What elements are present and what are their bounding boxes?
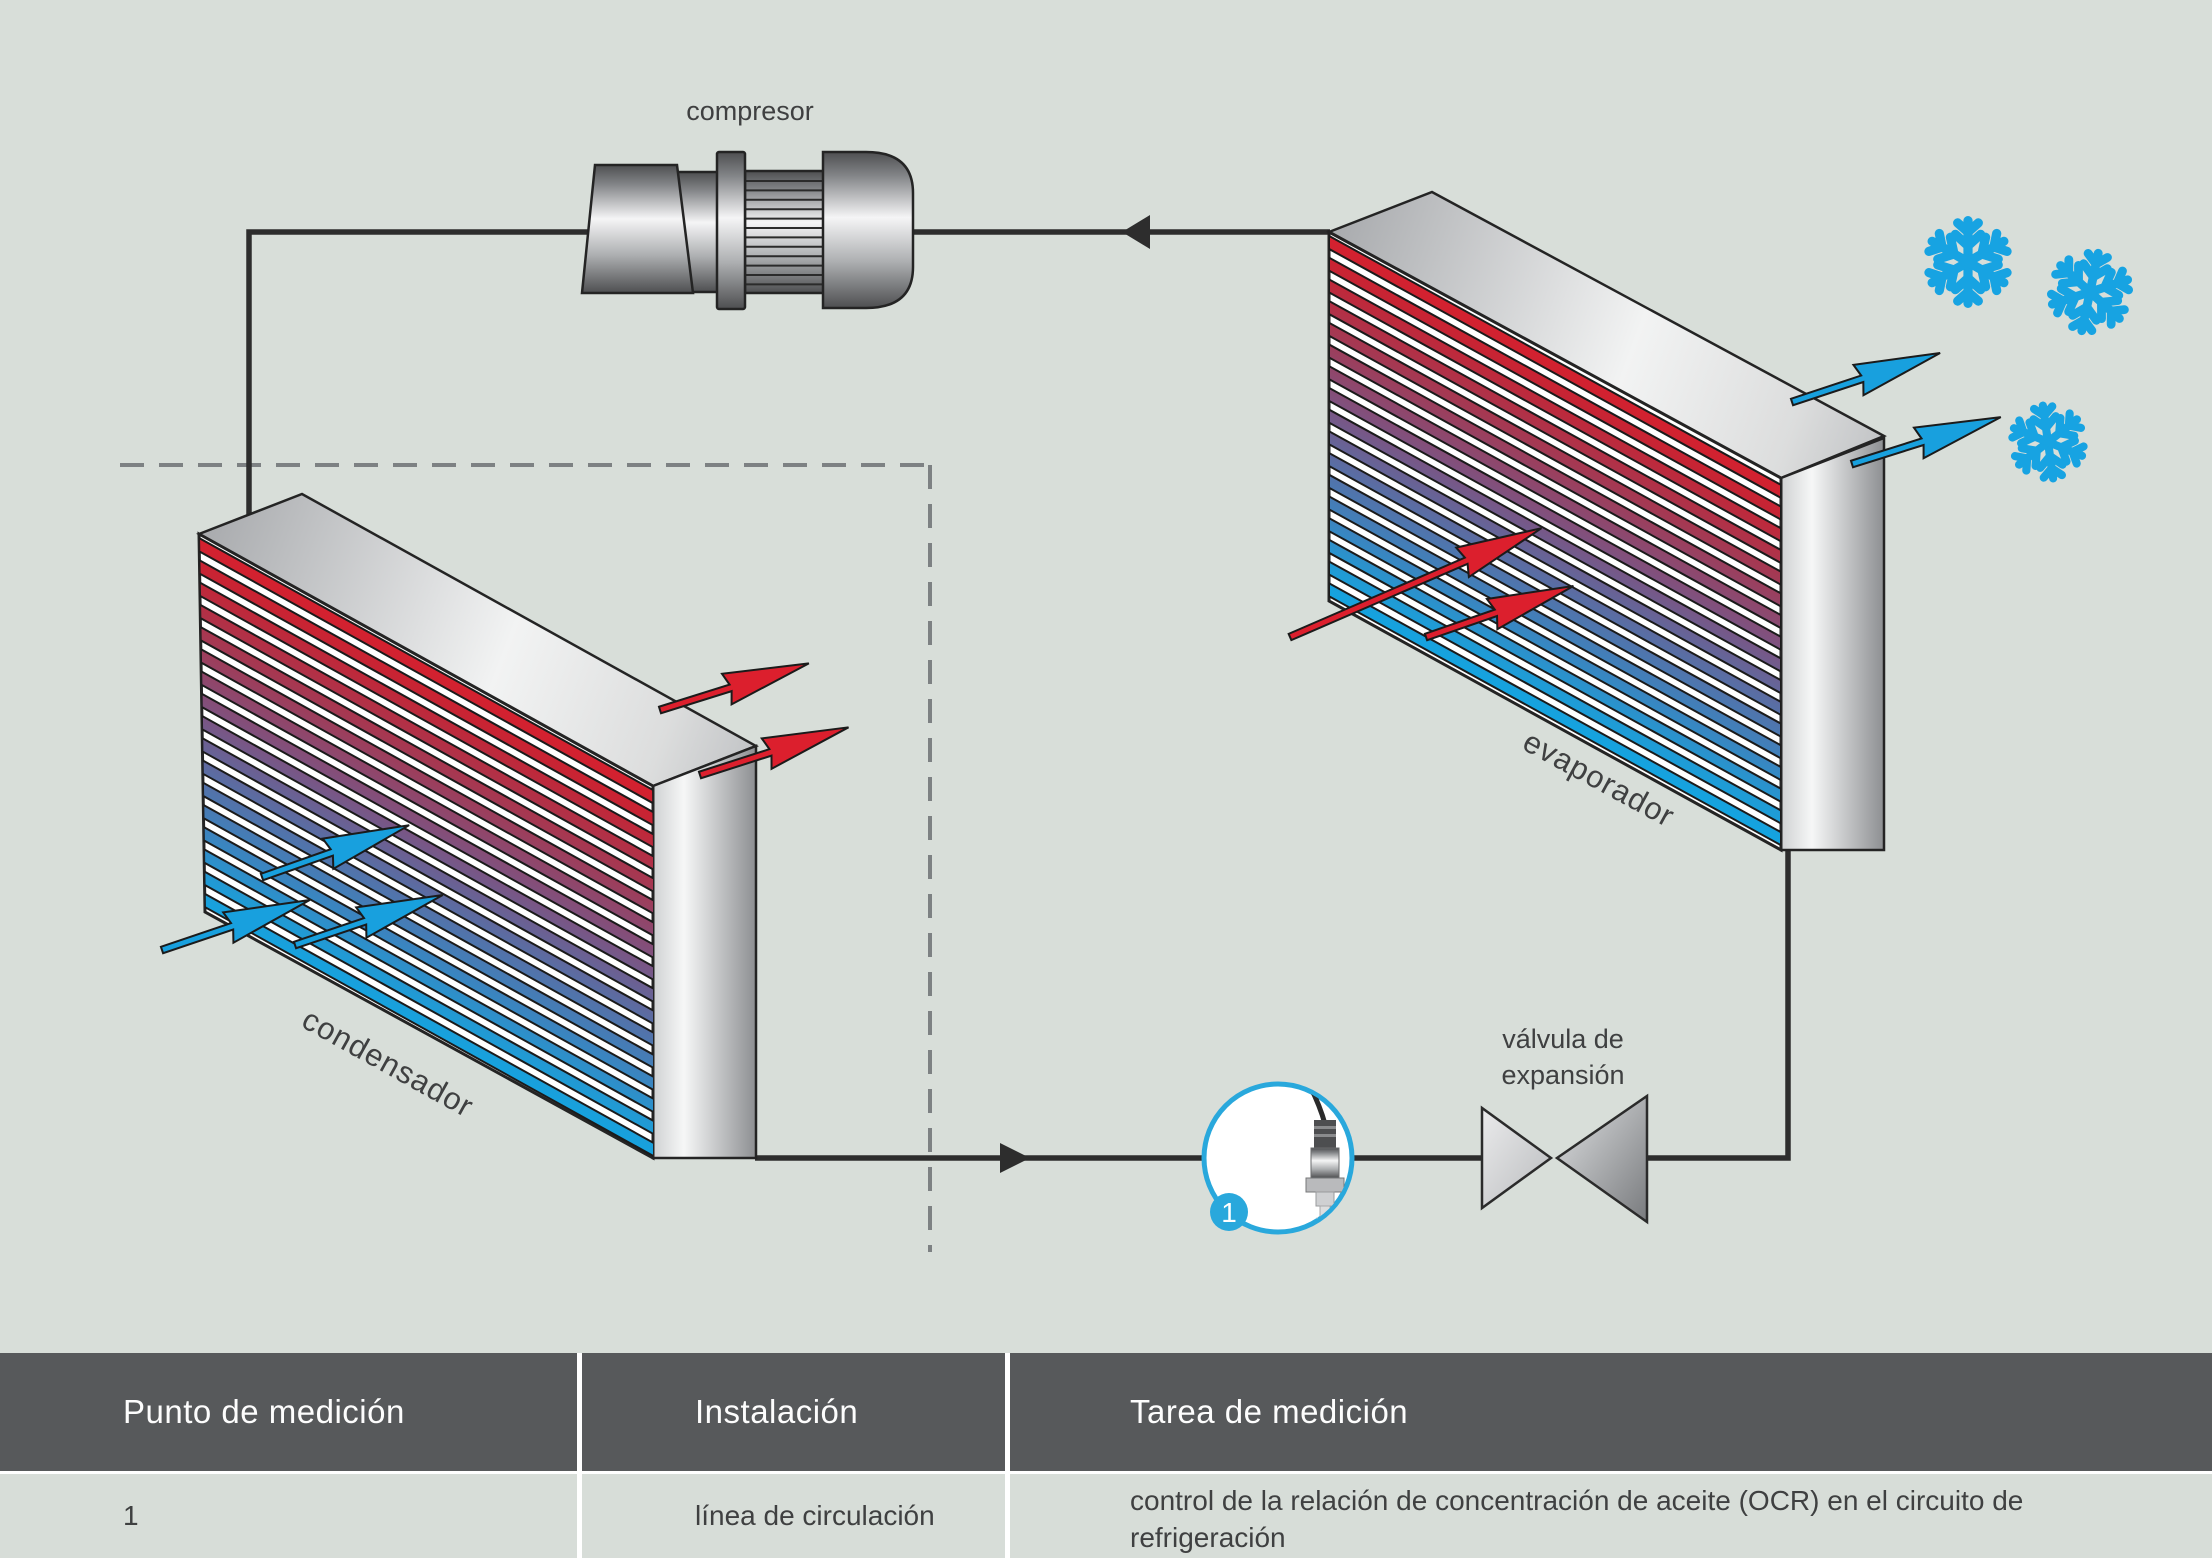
table-header-row: Punto de medición Instalación Tarea de m… <box>0 1353 2212 1471</box>
measurement-point-lens: 1 <box>1201 1081 1355 1235</box>
condenser-icon <box>196 492 759 1161</box>
table-cell-task: control de la relación de concentración … <box>1130 1485 2024 1553</box>
evaporator-coil-stripes <box>1329 234 1781 847</box>
dashed-boundary <box>120 463 932 1252</box>
refrigeration-cycle-diagram: compresor condensador evaporador <box>120 96 2212 1252</box>
snowflake-icon <box>2006 400 2090 483</box>
refrigerant-pipes <box>246 229 1791 1161</box>
measurement-table: Punto de medición Instalación Tarea de m… <box>0 1353 2212 1558</box>
expansion-valve-icon <box>1480 1093 1649 1225</box>
table-column-separator <box>577 1353 582 1558</box>
table-header-measuring-point: Punto de medición <box>123 1393 405 1430</box>
table-cell-installation: línea de circulación <box>695 1500 935 1531</box>
snowflake-icon <box>2042 245 2137 339</box>
flow-arrowhead-to-compressor <box>1122 215 1150 249</box>
table-column-separator <box>1005 1353 1010 1558</box>
expansion-valve-label-line2: expansión <box>1501 1060 1624 1090</box>
table-header-measuring-task: Tarea de medición <box>1130 1393 1409 1430</box>
compressor-icon <box>580 150 915 311</box>
table-header-separator <box>0 1471 2212 1474</box>
expansion-valve-label-line1: válvula de <box>1502 1024 1624 1054</box>
measurement-point-number: 1 <box>1221 1197 1237 1228</box>
flow-arrowhead-to-valve <box>1000 1143 1030 1173</box>
compressor-fins <box>745 180 825 286</box>
evaporator-icon <box>1326 190 1887 853</box>
condenser-coil-stripes <box>199 536 653 1158</box>
snowflake-icons <box>1926 221 2138 484</box>
table-header-installation: Instalación <box>695 1393 859 1430</box>
compressor-label: compresor <box>686 96 814 126</box>
table-cell-point: 1 <box>123 1500 139 1531</box>
snowflake-icon <box>1926 221 2010 304</box>
measurement-point-badge <box>1210 1193 1248 1231</box>
table-row: 1 línea de circulación control de la rel… <box>0 1474 2212 1558</box>
